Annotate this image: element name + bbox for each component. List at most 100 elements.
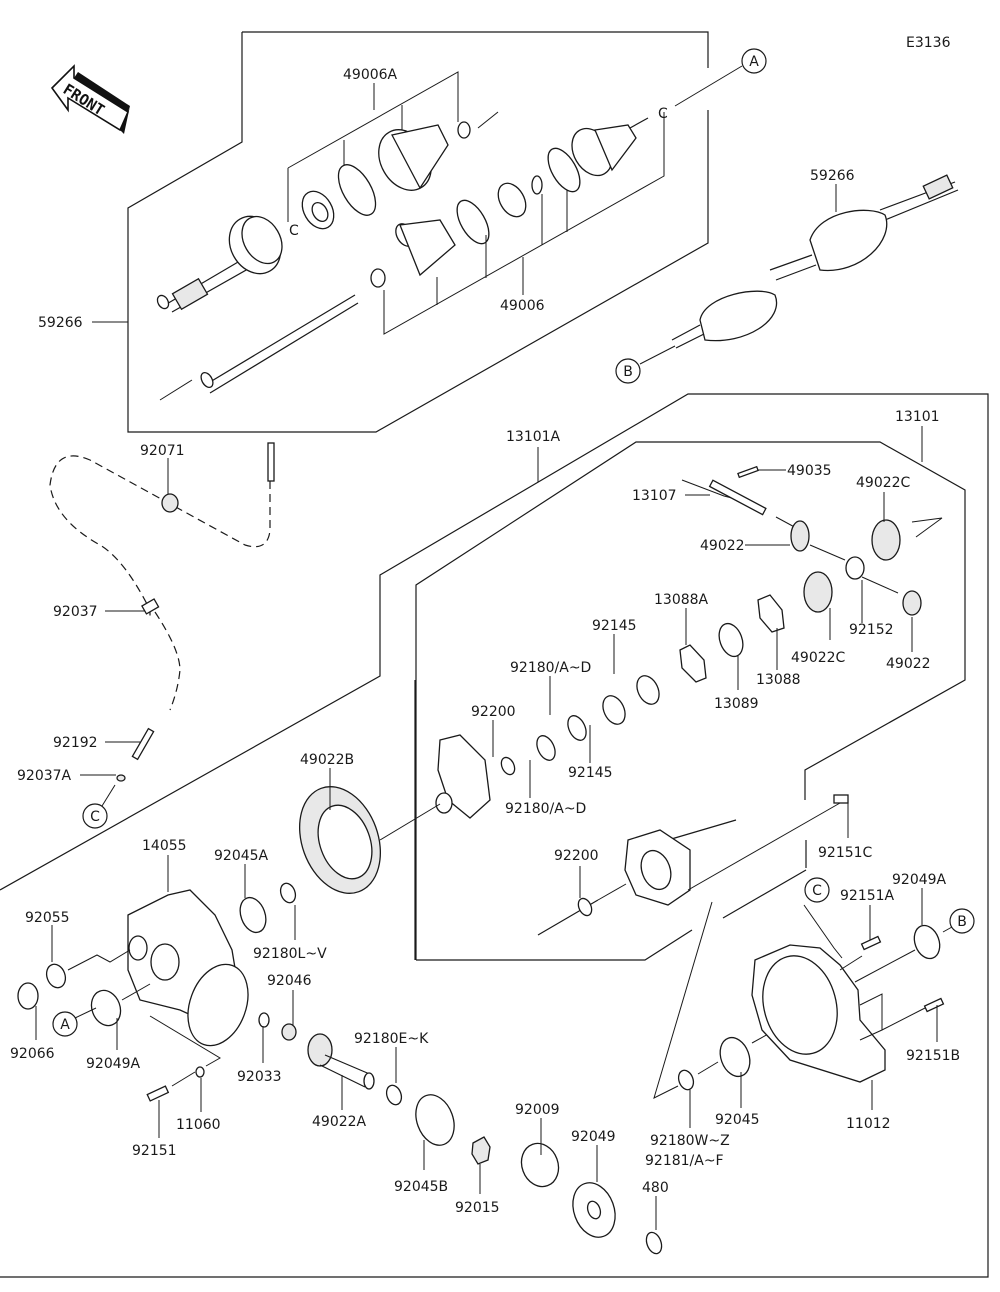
label-49006A: 49006A [343, 67, 398, 83]
label-92037: 92037 [53, 604, 98, 620]
bolt-92151 [146, 1085, 170, 1102]
bearing-92045A [239, 896, 267, 934]
label-92200-bot: 92200 [554, 848, 599, 864]
svg-text:C: C [90, 809, 100, 825]
snap-ring-small [531, 175, 543, 195]
label-92180AD-bot: 92180/A~D [505, 801, 586, 817]
label-92049A-left: 92049A [86, 1056, 141, 1072]
cv-shaft-assembly-right [671, 174, 959, 349]
label-92151C: 92151C [818, 845, 873, 861]
label-92071: 92071 [140, 443, 185, 459]
label-49022B: 49022B [300, 752, 354, 768]
ring-gear-49022B [298, 786, 382, 894]
boot-band-right [456, 199, 490, 245]
label-11012: 11012 [846, 1116, 891, 1132]
cv-boot-upper [378, 124, 449, 191]
small-band-top [457, 121, 471, 139]
clamp-92037A [116, 774, 126, 782]
label-92151A: 92151A [840, 888, 895, 904]
ref-marker-b-bottom: B [949, 908, 975, 934]
clutch-plate-13088 [757, 594, 785, 633]
label-92045: 92045 [715, 1112, 760, 1128]
bolt-92151B [923, 997, 945, 1013]
shaft-13107 [708, 479, 767, 516]
label-480: 480 [642, 1180, 669, 1196]
label-92009: 92009 [515, 1102, 560, 1118]
small-band-mid [370, 268, 386, 288]
label-92180EK: 92180E~K [354, 1031, 429, 1047]
label-49022-top: 49022 [700, 538, 745, 554]
differential-case [435, 734, 491, 819]
label-92192: 92192 [53, 735, 98, 751]
label-92045B: 92045B [394, 1179, 448, 1195]
label-92145-bot: 92145 [568, 765, 613, 781]
shim-92180-top [567, 715, 587, 741]
oil-seal-92049A-right [913, 924, 941, 960]
inner-race-right [497, 182, 527, 218]
label-92037A: 92037A [17, 768, 72, 784]
svg-text:C: C [812, 883, 822, 899]
ref-marker-a-bottom: A [52, 1011, 78, 1037]
svg-text:B: B [957, 914, 967, 930]
label-92181AF: 92181/A~F [645, 1153, 724, 1169]
label-92015: 92015 [455, 1200, 500, 1216]
circlip-92033 [258, 1012, 270, 1028]
pin-49035 [737, 465, 759, 479]
label-49006: 49006 [500, 298, 545, 314]
label-92045A: 92045A [214, 848, 269, 864]
label-92145-top: 92145 [592, 618, 637, 634]
label-49035: 49035 [787, 463, 832, 479]
inner-shaft [159, 294, 359, 401]
boot-band-left [337, 164, 377, 216]
label-92049A-right: 92049A [892, 872, 947, 888]
box-49006-top-border [242, 31, 709, 68]
bearing-92009 [520, 1142, 560, 1188]
diagram-id: E3136 [906, 35, 951, 51]
bolt-92151C [833, 794, 849, 804]
label-59266-right: 59266 [810, 168, 855, 184]
cv-boot-lower [395, 219, 456, 277]
oring-92200-top [500, 756, 516, 776]
plug-92066 [17, 982, 39, 1010]
snap-ring-large [547, 147, 581, 193]
clamp-92037 [141, 598, 160, 615]
ref-marker-a: A [741, 48, 767, 74]
clutch-plate-13088A [679, 644, 707, 683]
label-92200-top: 92200 [471, 704, 516, 720]
housing-11012 [751, 944, 886, 1083]
shim-92180LV [279, 882, 297, 904]
shim-92180WZ [677, 1069, 695, 1091]
label-13089: 13089 [714, 696, 759, 712]
label-13107: 13107 [632, 488, 677, 504]
side-gear-49022C-mid [803, 571, 833, 613]
shim-92180-bot [536, 735, 556, 761]
washer-92145-bot [602, 695, 626, 725]
bearing-92046 [281, 1023, 297, 1041]
ref-marker-c-left: C [82, 803, 108, 829]
label-14055: 14055 [142, 838, 187, 854]
outer-race-right [571, 117, 649, 177]
box-13101A-border [0, 393, 989, 1278]
label-92180WZ: 92180W~Z [650, 1133, 730, 1149]
label-49022C-mid: 49022C [791, 650, 846, 666]
label-13088A: 13088A [654, 592, 709, 608]
label-92180AD-top: 92180/A~D [510, 660, 591, 676]
svg-text:A: A [60, 1017, 70, 1033]
box-49006-border [127, 32, 709, 433]
shim-92180EK [385, 1084, 403, 1106]
pinion-gear-49022-right [902, 590, 922, 616]
label-92152: 92152 [849, 622, 894, 638]
oil-seal-92049A-left [90, 989, 122, 1027]
label-92151: 92151 [132, 1143, 177, 1159]
bushing-92152 [845, 556, 865, 580]
oring-92200-bot [577, 897, 593, 917]
ref-marker-b-top: B [615, 358, 641, 384]
grommet-92071 [161, 493, 179, 513]
label-49022C-top: 49022C [856, 475, 911, 491]
box-13101-border [415, 441, 966, 960]
label-92066: 92066 [10, 1046, 55, 1062]
label-92033: 92033 [237, 1069, 282, 1085]
front-arrow-icon: FRONT [50, 64, 130, 134]
label-92049: 92049 [571, 1129, 616, 1145]
